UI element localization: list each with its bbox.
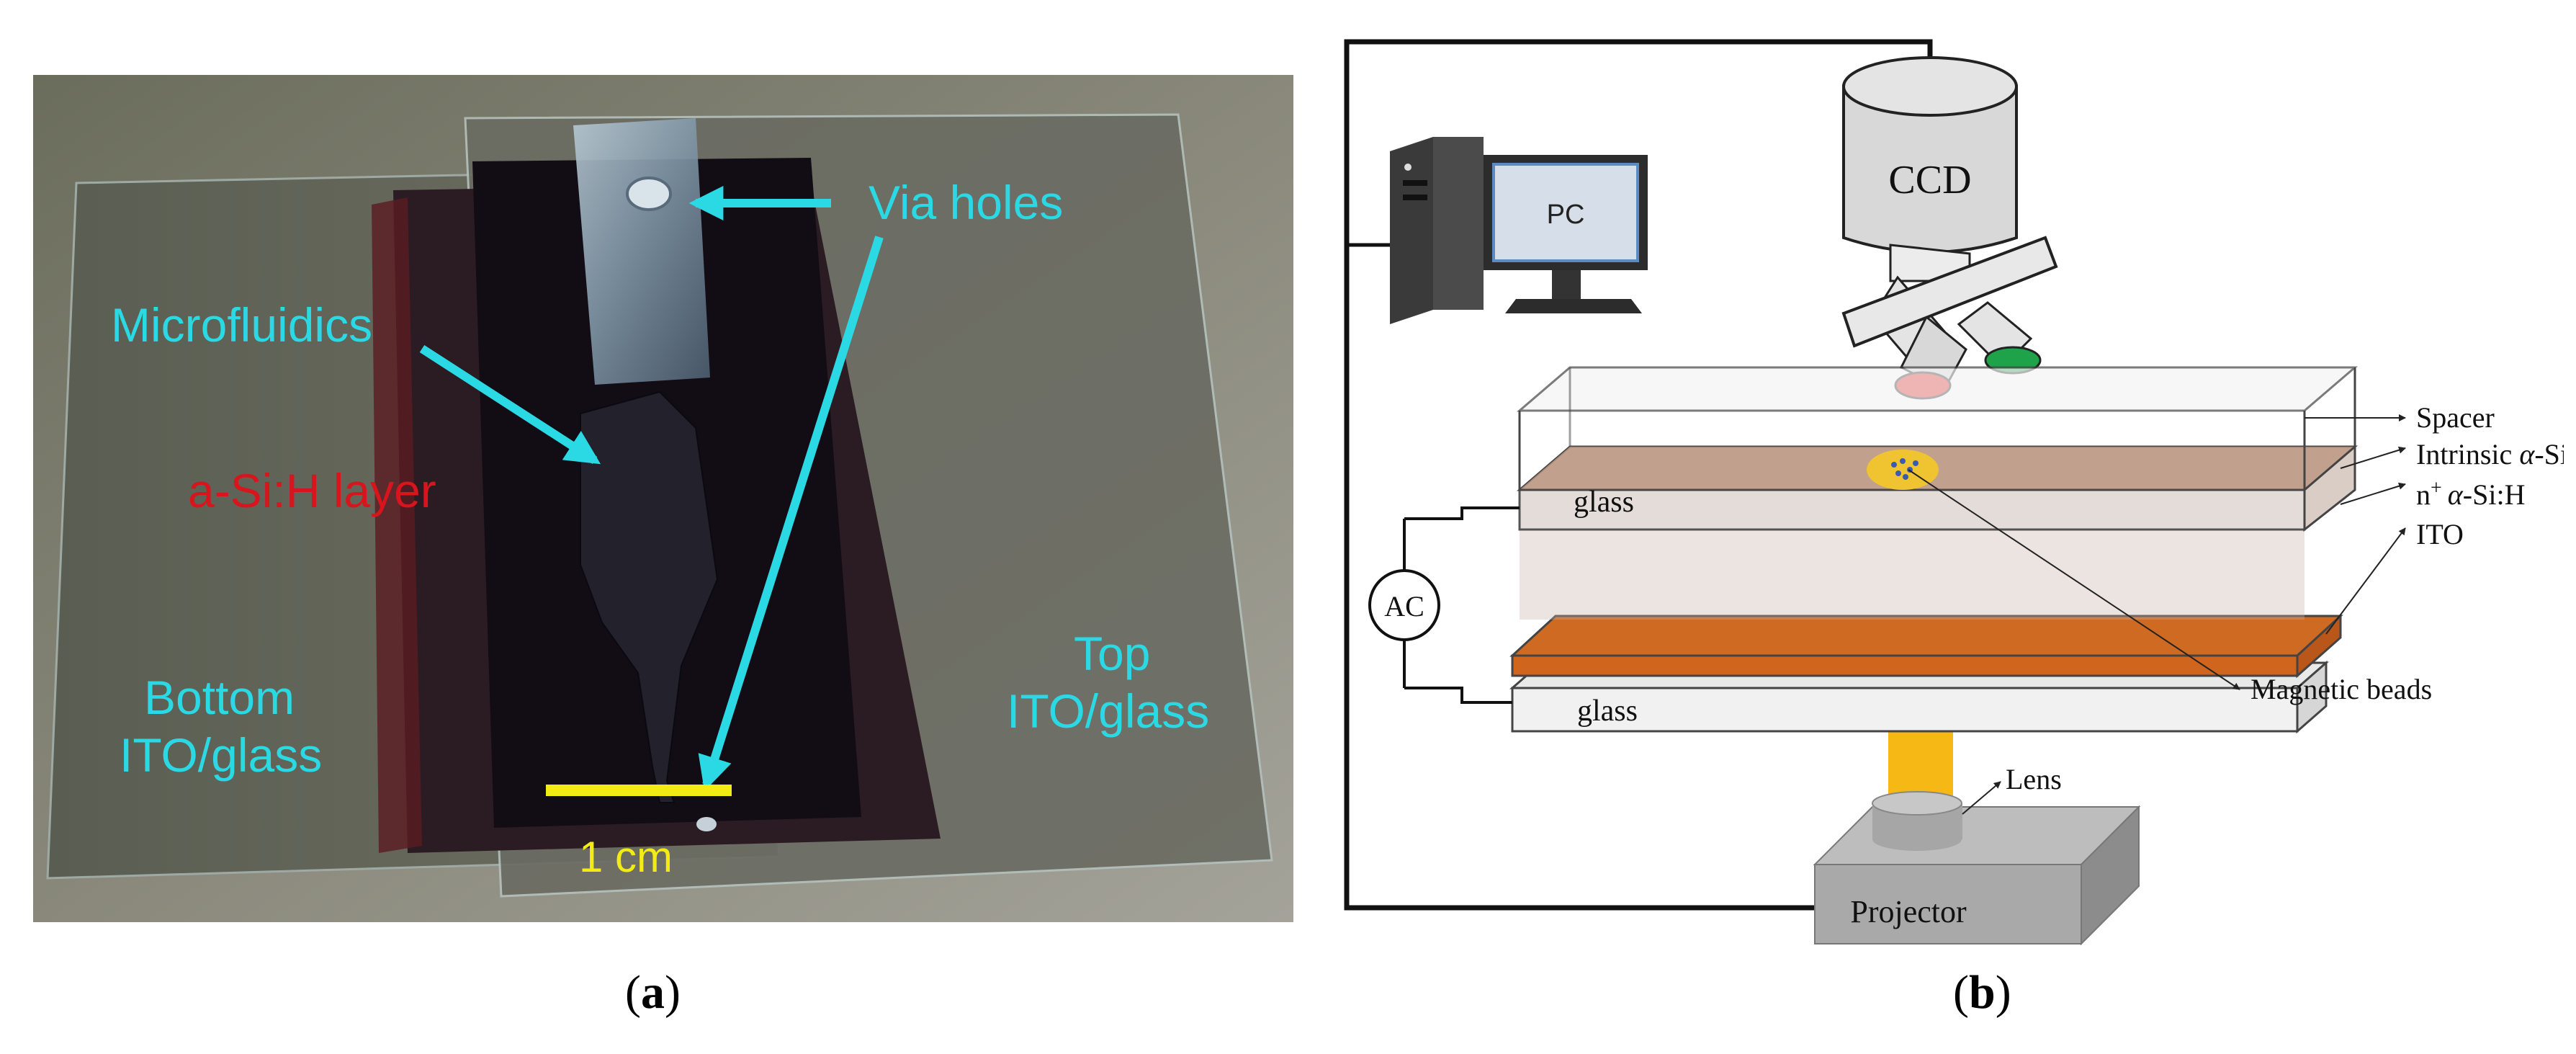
via-holes-label: Via holes <box>869 176 1063 229</box>
n-plus-leader <box>2340 482 2406 505</box>
via-hole-outlet <box>696 817 717 831</box>
lens-label: Lens <box>2006 763 2062 795</box>
caption-a: (a) <box>625 966 681 1019</box>
intrinsic-leader <box>2340 446 2406 469</box>
lens <box>1872 791 1962 851</box>
turret-ring <box>1841 236 2058 348</box>
ac-label: AC <box>1384 590 1424 622</box>
top-label-line1: Top <box>1074 627 1150 680</box>
microfluidics-arrow <box>419 344 601 465</box>
magnetic-beads-label: Magnetic beads <box>2250 673 2432 705</box>
bottom-label-line1: Bottom <box>144 671 295 724</box>
caption-b: (b) <box>1953 966 2011 1019</box>
projector: Projector <box>1813 805 2141 946</box>
a-si-layer-edge-red <box>372 197 422 853</box>
intrinsic-si-label: Intrinsic α-Si:H <box>2416 438 2564 470</box>
via-hole <box>626 177 672 211</box>
lens-leader <box>1962 781 2001 815</box>
pdms-block <box>573 118 710 385</box>
top-label-line2: ITO/glass <box>1007 684 1209 738</box>
ac-wire-top <box>1437 506 1520 520</box>
via-holes-arrow-2 <box>698 236 884 792</box>
ito-leader <box>2325 527 2406 635</box>
magnetic-beads-spot <box>1867 450 1939 490</box>
system-wire <box>1344 39 1933 911</box>
bottom-label-line2: ITO/glass <box>120 728 322 782</box>
spacer-label: Spacer <box>2416 401 2495 434</box>
pc-icon: PC <box>1390 137 1648 324</box>
setup-schematic: PC CCD glass <box>1344 39 2564 946</box>
microfluidics-label: Microfluidics <box>111 298 372 352</box>
a-si-layer-label: a-Si:H layer <box>188 464 436 517</box>
scale-bar-label: 1 cm <box>579 833 673 881</box>
projector-label: Projector <box>1850 894 1967 929</box>
glass-top-label: glass <box>1574 486 1634 519</box>
ccd-camera: CCD <box>1842 56 2018 282</box>
ccd-label: CCD <box>1888 158 1971 202</box>
pc-label: PC <box>1547 200 1585 230</box>
top-glass-stack: glass <box>1516 366 2359 620</box>
ito-label: ITO <box>2416 518 2464 550</box>
glass-bottom-label: glass <box>1577 695 1638 728</box>
beads-leader <box>1908 469 2240 690</box>
microfluidic-chamber <box>580 390 719 803</box>
n-plus-si-layer <box>1509 613 2343 679</box>
device-photo: Via holes Microfluidics a-Si:H layer Bot… <box>33 75 1293 922</box>
n-plus-si-label: n+α-Si:H <box>2416 477 2525 511</box>
ac-wire-bottom <box>1437 687 1512 704</box>
